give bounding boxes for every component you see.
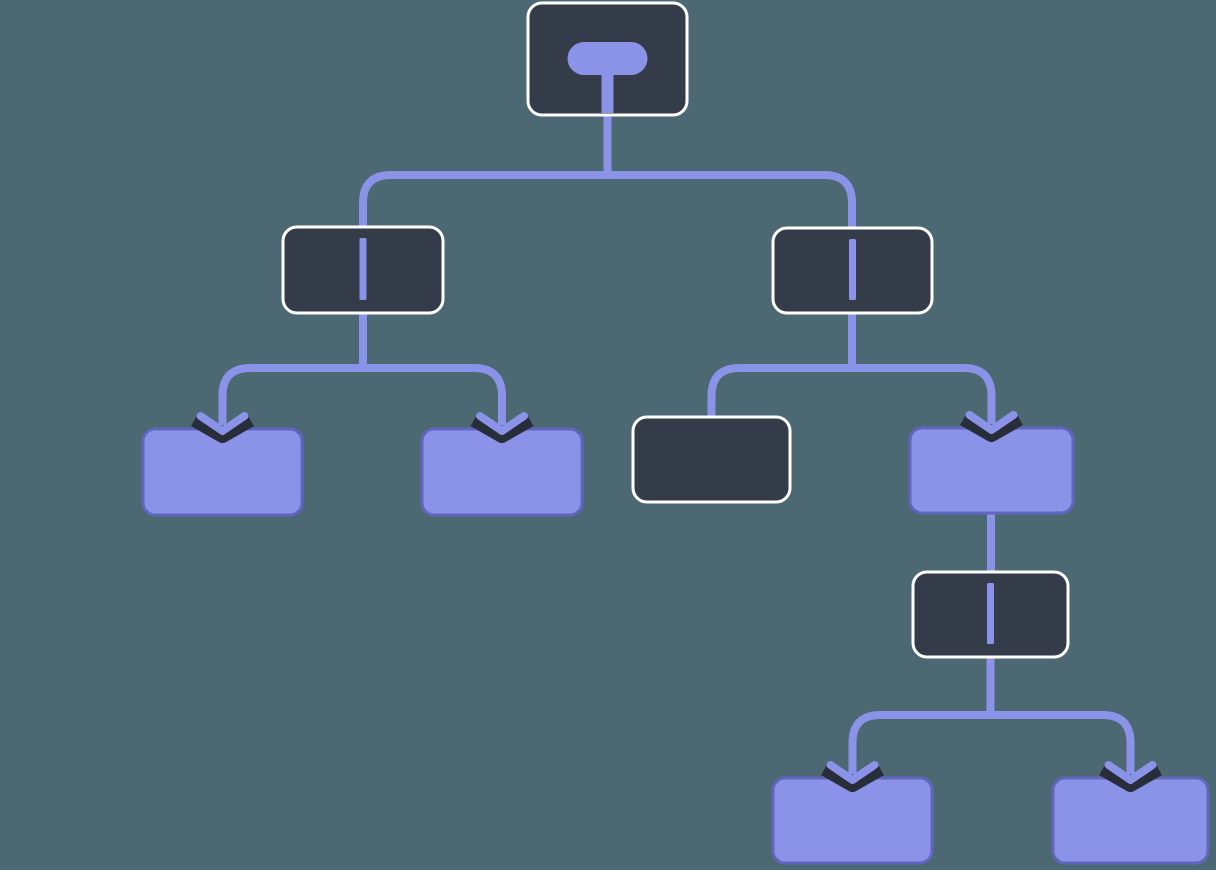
edge-connector	[848, 711, 1135, 774]
collapsed-children-line-icon	[359, 238, 367, 300]
edge-from-branch-left	[218, 311, 506, 425]
chevron-shadow-icon	[821, 762, 884, 792]
node-branch-right[interactable]	[771, 226, 934, 315]
edges-layer	[218, 113, 1135, 774]
chevron-arrow-icon	[476, 412, 528, 435]
arrow-into-leaf-1	[191, 412, 254, 443]
arrows-layer	[191, 411, 1162, 792]
root-marker-icon	[567, 42, 648, 113]
arrow-into-leaf-2	[470, 412, 534, 443]
arrow-into-leaf-4	[821, 761, 884, 792]
node-root[interactable]	[526, 1, 689, 117]
chevron-arrow-icon	[965, 411, 1018, 434]
chevron-shadow-icon	[1099, 762, 1162, 792]
node-branch-bottom[interactable]	[911, 570, 1070, 659]
edge-from-root	[359, 113, 856, 230]
edge-from-branch-right	[707, 311, 996, 424]
node-branch-left[interactable]	[281, 225, 445, 315]
arrow-into-leaf-3	[960, 411, 1023, 442]
chevron-arrow-icon	[826, 761, 879, 784]
chevron-shadow-icon	[470, 413, 534, 443]
edge-from-branch-bottom	[848, 655, 1135, 774]
chevron-arrow-icon	[1104, 761, 1157, 784]
chevron-shadow-icon	[191, 413, 254, 443]
chevron-arrow-icon	[196, 412, 249, 435]
collapsed-children-line-icon	[987, 583, 994, 644]
node-dark-leaf[interactable]	[631, 415, 792, 504]
edge-connector	[707, 364, 996, 424]
arrow-into-leaf-5	[1099, 761, 1162, 792]
edge-connector	[359, 171, 856, 230]
node-box[interactable]	[631, 415, 792, 504]
root-marker-pill	[567, 42, 648, 75]
chevron-shadow-icon	[960, 412, 1023, 442]
edge-connector	[218, 364, 506, 425]
collapsed-children-line-icon	[849, 239, 856, 300]
nodes-layer	[141, 1, 1210, 865]
